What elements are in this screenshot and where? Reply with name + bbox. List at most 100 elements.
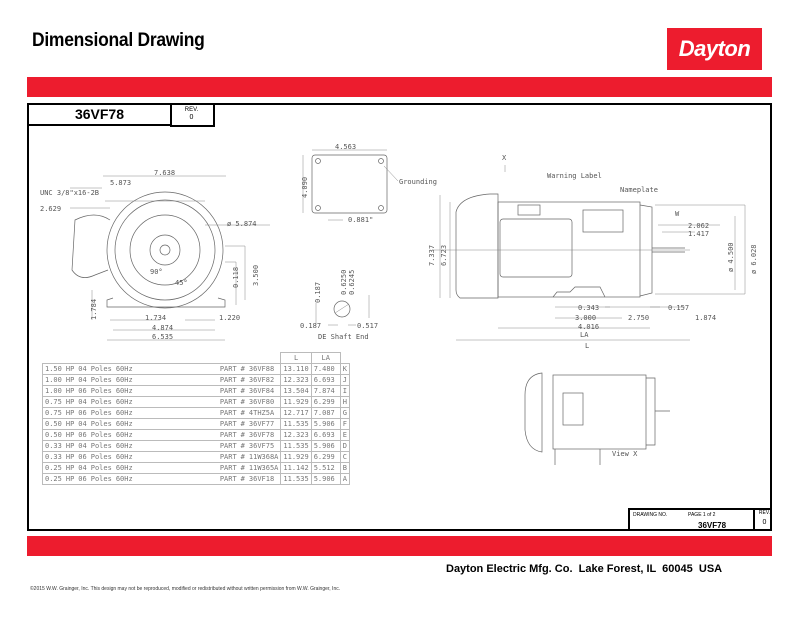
cell-l: 11.929 (280, 451, 312, 463)
cell-pu: Poles (88, 451, 114, 463)
cell-hpu: HP (63, 440, 77, 452)
cell-pu: Poles (88, 363, 114, 375)
cell-part: PART (217, 385, 239, 397)
cell-poles: 04 (76, 418, 89, 430)
dim-7337: 7.337 (428, 245, 436, 266)
cell-hpu: HP (63, 418, 77, 430)
dim-w: W (675, 210, 680, 218)
cell-la: 7.480 (310, 363, 341, 375)
title-block-rev: REV. 0 (753, 510, 774, 529)
cell-l: 12.323 (280, 429, 312, 441)
cell-hz: 60Hz (113, 451, 218, 463)
cell-pn: 36VF80 (246, 396, 281, 408)
dim-1874: 1.874 (695, 314, 716, 322)
view-x: View X (524, 372, 670, 465)
dim-1784: 1.784 (90, 299, 98, 320)
shaft-end-label: DE Shaft End (318, 333, 369, 341)
cell-hash: # (238, 407, 247, 419)
cell-code: A (339, 473, 350, 485)
cell-code: C (339, 451, 350, 463)
cell-l: 11.535 (280, 418, 312, 430)
cell-poles: 06 (76, 429, 89, 441)
drawing-number: 36VF78 (698, 521, 727, 530)
cell-pn: 11W365A (246, 462, 281, 474)
cell-la: 5.906 (310, 440, 341, 452)
cell-part: PART (217, 440, 239, 452)
page-title: Dimensional Drawing (32, 30, 205, 51)
cell-pu: Poles (88, 473, 114, 485)
cell-hpu: HP (63, 396, 77, 408)
cell-hash: # (238, 429, 247, 441)
cell-hash: # (238, 363, 247, 375)
cell-hpu: HP (63, 429, 77, 441)
cell-hp: 0.33 (41, 451, 64, 463)
cell-la: 7.874 (310, 385, 341, 397)
cell-code: G (339, 407, 350, 419)
cell-hz: 60Hz (113, 462, 218, 474)
header-spacer (43, 353, 281, 364)
cell-pn: 11W368A (246, 451, 281, 463)
dim-1417: 1.417 (688, 230, 709, 238)
cell-hp: 0.25 (41, 473, 64, 485)
cell-hpu: HP (63, 374, 77, 386)
dim-06245: 0.6245 (348, 270, 356, 295)
cell-code: J (339, 374, 350, 386)
dim-0881: 0.881" (348, 216, 373, 224)
cell-hp: 1.00 (41, 385, 64, 397)
side-view: X Warning Label Nameplate 7.337 6.723 W … (428, 154, 758, 350)
cell-hp: 0.75 (41, 396, 64, 408)
cell-code: B (339, 462, 350, 474)
shaft-end-view: 0.187 0.6250 0.6245 0.187 0.517 DE Shaft… (300, 270, 378, 341)
cell-l: 11.929 (280, 396, 312, 408)
rev-value: 0 (762, 519, 767, 526)
dim-4016: 4.016 (578, 323, 599, 331)
dim-0517: 0.517 (357, 322, 378, 330)
cell-pn: 36VF82 (246, 374, 281, 386)
grounding-label: Grounding (399, 178, 437, 186)
cell-part: PART (217, 418, 239, 430)
box-width: 4.563 (335, 143, 356, 151)
top-red-band (27, 77, 772, 97)
dim-dia-4500: ø 4.500 (727, 242, 735, 272)
col-header-l: L (280, 352, 312, 364)
cell-pu: Poles (88, 418, 114, 430)
cell-poles: 06 (76, 451, 89, 463)
box-height: 4.090 (301, 177, 309, 198)
cell-hz: 60Hz (113, 440, 218, 452)
dim-dia-6028: ø 6.028 (750, 244, 758, 274)
cell-la: 6.693 (310, 374, 341, 386)
cell-pu: Poles (88, 440, 114, 452)
page-indicator: PAGE 1 of 2 (688, 512, 716, 518)
dim-3500: 3.500 (252, 265, 260, 286)
cell-code: F (339, 418, 350, 430)
cell-poles: 06 (76, 385, 89, 397)
cell-la: 5.906 (310, 473, 341, 485)
header-spacer (340, 353, 349, 364)
cell-hp: 0.25 (41, 462, 64, 474)
cell-poles: 06 (76, 473, 89, 485)
cell-poles: 04 (76, 396, 89, 408)
cell-hz: 60Hz (113, 407, 218, 419)
cell-hz: 60Hz (113, 385, 218, 397)
dim-4874: 4.874 (152, 324, 173, 332)
cell-code: K (339, 363, 350, 375)
rev-label: REV. (758, 510, 771, 516)
cell-la: 5.906 (310, 418, 341, 430)
cell-pu: Poles (88, 407, 114, 419)
cell-hash: # (238, 440, 247, 452)
dim-3000: 3.000 (575, 314, 596, 322)
drawing-no-label: DRAWING NO. (633, 512, 668, 518)
rev-label: REV. (184, 107, 199, 113)
dim-0118: 0.118 (232, 267, 240, 288)
dim-2629: 2.629 (40, 205, 61, 213)
dim-2062: 2.062 (688, 222, 709, 230)
cell-poles: 04 (76, 462, 89, 474)
cell-l: 12.717 (280, 407, 312, 419)
